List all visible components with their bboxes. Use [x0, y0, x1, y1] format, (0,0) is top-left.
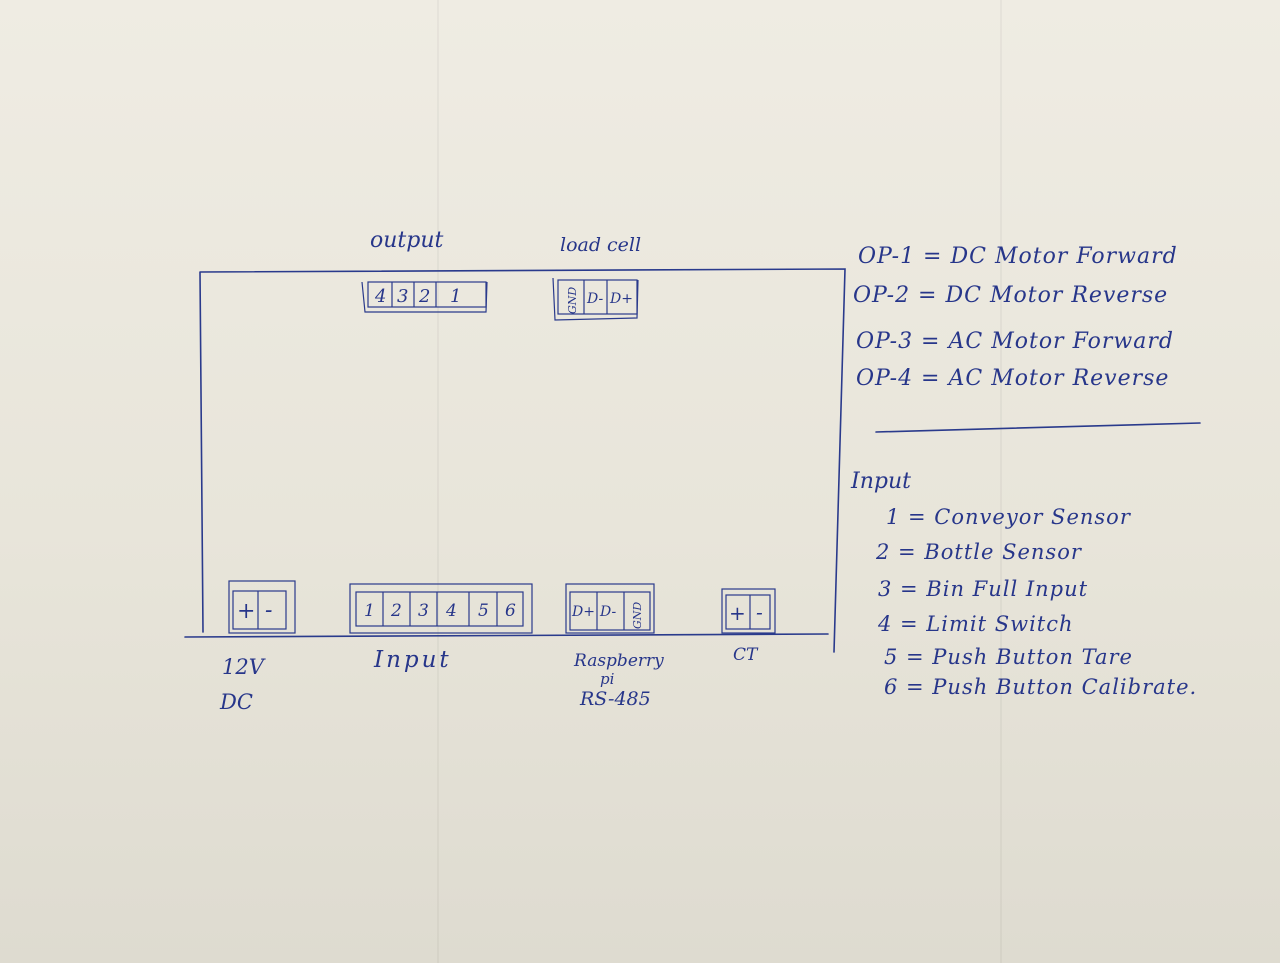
ct-label: CT — [733, 645, 758, 665]
input-legend-item: 2 = Bottle Sensor — [876, 540, 1082, 564]
output-legend-item: OP-2 = DC Motor Reverse — [853, 283, 1169, 308]
input-terminal-3: 3 — [418, 601, 429, 621]
output-terminal-block: 4 3 2 1 — [361, 281, 488, 313]
output-legend-item: OP-1 = DC Motor Forward — [858, 244, 1178, 269]
raspberry-label-line3: RS-485 — [580, 688, 651, 710]
input-legend-item: 4 = Limit Switch — [878, 612, 1074, 636]
output-legend-item: OP-4 = AC Motor Reverse — [856, 366, 1170, 391]
supply-label-line1: 12V — [222, 655, 264, 679]
ct-terminal-minus: - — [756, 600, 763, 624]
input-terminal-block: 1 2 3 4 5 6 — [349, 583, 533, 634]
raspberry-terminal-gnd: GND — [631, 602, 644, 629]
legend-divider — [875, 422, 1201, 433]
input-legend-title: Input — [851, 469, 911, 494]
output-terminal-2: 2 — [418, 286, 430, 307]
raspberry-label-line2: pi — [600, 670, 615, 688]
supply-terminal-minus: - — [265, 598, 272, 623]
input-legend-item: 5 = Push Button Tare — [884, 645, 1133, 669]
raspberry-terminal-d-plus: D+ — [571, 604, 595, 620]
output-legend-item: OP-3 = AC Motor Forward — [856, 329, 1174, 354]
loadcell-terminal-gnd: GND — [566, 287, 579, 314]
raspberry-label-line1: Raspberry — [574, 651, 664, 671]
loadcell-terminal-d-plus: D+ — [609, 291, 633, 307]
input-label: Input — [374, 647, 452, 673]
loadcell-terminal-block: GND D- D+ — [552, 277, 639, 321]
output-label: output — [370, 228, 444, 253]
supply-terminal-block: + - — [228, 580, 296, 634]
output-terminal-3: 3 — [397, 286, 408, 307]
ct-terminal-plus: + — [729, 601, 746, 625]
supply-terminal-plus: + — [237, 599, 255, 624]
supply-label-line2: DC — [220, 690, 253, 714]
ct-terminal-block: + - — [721, 588, 776, 634]
input-terminal-1: 1 — [364, 601, 375, 621]
raspberry-terminal-d-minus: D- — [599, 604, 616, 620]
load-cell-label: load cell — [560, 234, 642, 256]
input-legend-item: 3 = Bin Full Input — [878, 577, 1089, 601]
input-terminal-2: 2 — [390, 601, 402, 621]
input-legend-item: 1 = Conveyor Sensor — [886, 505, 1131, 529]
input-legend-item: 6 = Push Button Calibrate. — [884, 675, 1198, 699]
loadcell-terminal-d-minus: D- — [586, 291, 603, 307]
output-terminal-1: 1 — [450, 286, 461, 307]
board-outline — [184, 268, 846, 653]
input-terminal-5: 5 — [478, 601, 489, 621]
raspberry-terminal-block: D+ D- GND — [565, 583, 655, 634]
input-terminal-6: 6 — [505, 601, 516, 621]
input-terminal-4: 4 — [445, 601, 457, 621]
output-terminal-4: 4 — [374, 286, 386, 307]
